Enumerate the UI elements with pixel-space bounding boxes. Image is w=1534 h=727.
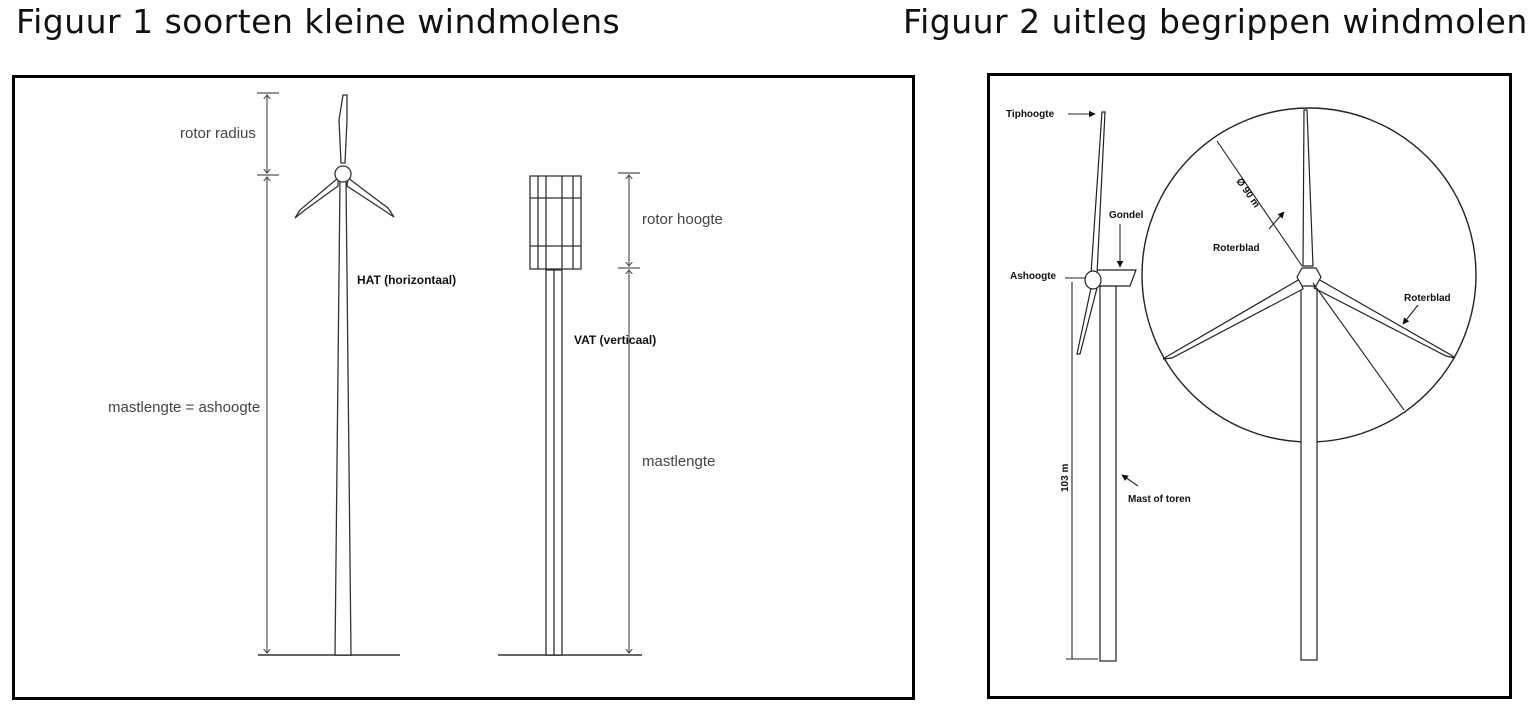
front-mast [1300,284,1318,661]
label-rotor-hoogte: rotor hoogte [642,211,723,228]
front-view-turbine [1162,109,1456,661]
figure2-title: Figuur 2 uitleg begrippen windmolen [903,2,1528,41]
front-blade-left [1162,278,1304,360]
figure2-diagram: Tiphoogte Gondel Ashoogte Ø 90 m Roterbl… [1006,107,1477,662]
vat-turbine [529,175,582,656]
label-height: 103 m [1060,464,1071,492]
label-roterblad-left: Roterblad [1213,243,1260,254]
label-mast: Mast of toren [1128,494,1191,505]
hat-hub [334,165,352,183]
label-hat: HAT (horizontaal) [357,273,456,287]
side-blade-up [1090,111,1106,275]
hat-blade-right [346,176,395,218]
front-blade-up [1302,109,1314,267]
label-tiphoogte: Tiphoogte [1006,109,1055,120]
label-ashoogte: Ashoogte [1010,271,1057,282]
label-vat: VAT (verticaal) [574,333,656,347]
side-mast [1099,285,1117,662]
front-annotations [1216,140,1419,411]
label-mastlengte: mastlengte [642,453,715,470]
hat-mast [334,179,352,656]
label-diameter: Ø 90 m [1234,176,1262,210]
label-gondel: Gondel [1109,210,1144,221]
figure1-diagram: rotor radius HAT (horizontaal) mastlengt… [108,92,723,656]
front-blade-right [1313,278,1456,359]
figure1-panel: rotor radius HAT (horizontaal) mastlengt… [12,75,915,700]
side-view-turbine [1076,111,1137,662]
side-hub [1084,270,1102,290]
figure2-panel: Tiphoogte Gondel Ashoogte Ø 90 m Roterbl… [987,73,1512,699]
side-dimensions [1065,110,1139,660]
hat-turbine [294,94,395,656]
label-rotor-radius: rotor radius [180,125,256,142]
hat-dimension-lines [257,92,279,653]
vat-dimension-lines [618,172,640,653]
label-mastlengte-ashoogte: mastlengte = ashoogte [108,399,260,416]
side-blade-down [1076,287,1098,355]
front-hub [1296,267,1322,287]
figure1-title: Figuur 1 soorten kleine windmolens [16,2,621,41]
label-roterblad-right: Roterblad [1404,293,1451,304]
hat-blade-left [294,176,339,219]
hat-blade-up [338,94,348,164]
